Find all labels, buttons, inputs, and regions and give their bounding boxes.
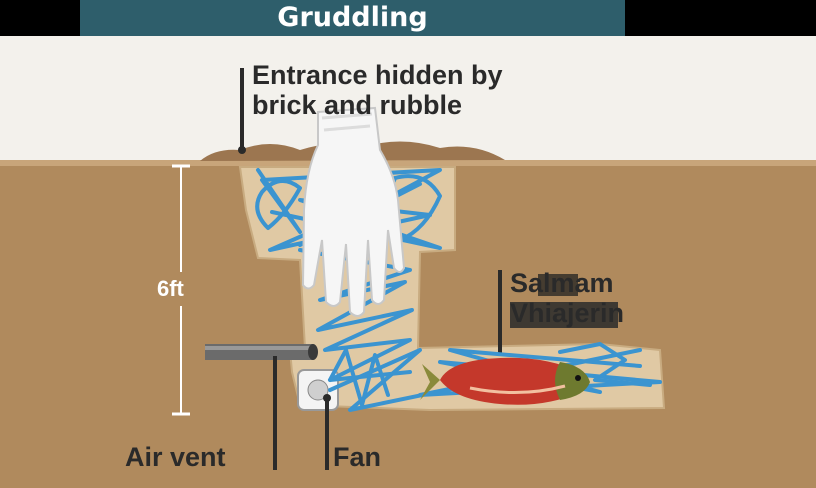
- page-title: Gruddling: [277, 2, 428, 33]
- white-glove-icon: [301, 106, 406, 317]
- air-vent-label: Air vent: [125, 442, 226, 472]
- salmon-label-line1: Salmam: [510, 268, 614, 298]
- depth-label-bg: [150, 272, 210, 306]
- salmon-label-line2: Vhiajerin: [510, 298, 625, 328]
- salmon-fish-icon: [420, 357, 590, 405]
- air-vent-pipe-icon: [205, 344, 318, 360]
- fan-label: Fan: [333, 442, 382, 472]
- entrance-label-line1: Entrance hidden by: [252, 60, 503, 90]
- title-bar: [80, 0, 625, 36]
- ground-line: [0, 160, 816, 166]
- depth-label: 6ft: [157, 276, 184, 301]
- fan-leader-dot: [323, 394, 331, 402]
- tunnel-edge: [238, 166, 666, 412]
- entrance-leader-dot: [238, 146, 246, 154]
- smudge-2: [510, 302, 618, 328]
- entrance-label-line2: brick and rubble: [252, 90, 463, 120]
- smudge-1: [538, 274, 578, 296]
